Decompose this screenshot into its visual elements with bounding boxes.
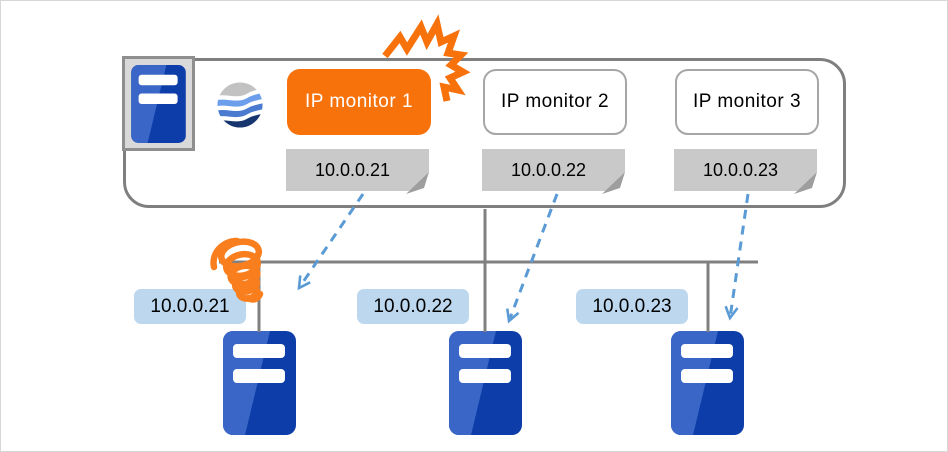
server-1-ip-label: 10.0.0.21	[134, 289, 246, 324]
monitor-host-frame	[122, 56, 195, 151]
tag-note-icon	[482, 149, 625, 194]
server-1-ip: 10.0.0.21	[150, 295, 230, 317]
ip-monitor-3-label: IP monitor 3	[692, 91, 802, 112]
server-3-ip-label: 10.0.0.23	[576, 289, 688, 324]
tag-note-icon	[674, 149, 817, 194]
ip-monitor-1-box: IP monitor 1	[287, 69, 431, 135]
monitor-3-ping-arrow	[724, 193, 750, 321]
monitor-1-ip-tag: 10.0.0.21	[286, 149, 429, 194]
globe-wave-logo-icon	[214, 79, 266, 131]
server-2-icon	[449, 331, 522, 435]
monitor-3-ip: 10.0.0.23	[702, 159, 779, 180]
ip-monitor-2-label: IP monitor 2	[500, 91, 610, 112]
server-3-ip: 10.0.0.23	[592, 295, 672, 317]
server-2-ip: 10.0.0.22	[373, 295, 453, 317]
server-icon	[131, 65, 186, 143]
ip-monitor-1-label: IP monitor 1	[304, 91, 414, 112]
server-3-icon	[671, 331, 744, 435]
monitor-2-ping-arrow	[505, 193, 559, 324]
monitor-2-ip: 10.0.0.22	[510, 159, 587, 180]
monitor-1-ping-arrow	[297, 193, 365, 291]
server-1-icon	[223, 331, 296, 435]
server-2-ip-label: 10.0.0.22	[357, 289, 469, 324]
monitor-3-ip-tag: 10.0.0.23	[674, 149, 817, 194]
tag-note-icon	[286, 149, 429, 194]
monitor-2-ip-tag: 10.0.0.22	[482, 149, 625, 194]
ip-monitor-2-box: IP monitor 2	[483, 69, 627, 135]
monitor-1-ip: 10.0.0.21	[314, 159, 391, 180]
ip-monitor-3-box: IP monitor 3	[675, 69, 819, 135]
